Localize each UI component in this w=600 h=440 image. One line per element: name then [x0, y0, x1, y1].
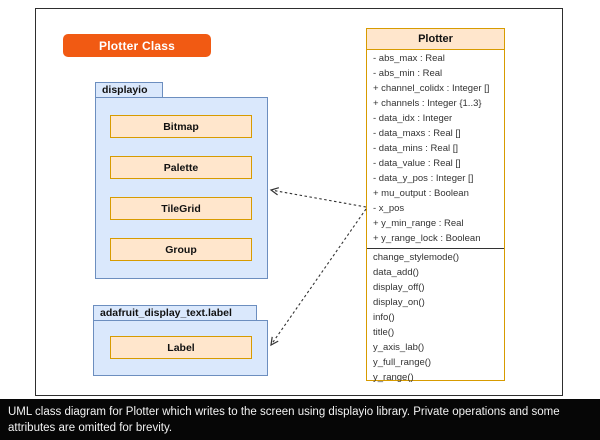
- class-box-group: Group: [110, 238, 252, 261]
- package-tab-adafruit-display-text: adafruit_display_text.label: [93, 305, 257, 321]
- attribute-row: + mu_output : Boolean: [373, 188, 469, 199]
- class-box-label: Label: [110, 336, 252, 359]
- method-row: y_full_range(): [373, 357, 432, 368]
- arrow-plotter-to-displayio: [269, 187, 367, 208]
- attribute-row: - data_maxs : Real []: [373, 128, 461, 139]
- method-row: display_off(): [373, 282, 425, 293]
- arrow-plotter-to-label: [270, 208, 367, 347]
- plotter-class-button[interactable]: Plotter Class: [63, 34, 211, 57]
- plotter-class-title: Plotter: [367, 29, 504, 50]
- plotter-attributes-section: - abs_max : Real - abs_min : Real + chan…: [367, 50, 504, 247]
- attribute-row: - abs_min : Real: [373, 68, 443, 79]
- attribute-row: - x_pos: [373, 203, 405, 214]
- class-box-palette: Palette: [110, 156, 252, 179]
- attribute-row: - data_mins : Real []: [373, 143, 459, 154]
- attribute-row: + y_range_lock : Boolean: [373, 233, 481, 244]
- method-row: title(): [373, 327, 395, 338]
- plotter-methods-section: change_stylemode() data_add() display_of…: [367, 250, 504, 385]
- attributes-methods-divider: [367, 248, 504, 249]
- method-row: y_axis_lab(): [373, 342, 425, 353]
- attribute-row: + y_min_range : Real: [373, 218, 464, 229]
- attribute-row: - abs_max : Real: [373, 53, 445, 64]
- class-box-bitmap: Bitmap: [110, 115, 252, 138]
- caption-text: UML class diagram for Plotter which writ…: [8, 406, 560, 434]
- attribute-row: - data_idx : Integer: [373, 113, 453, 124]
- attribute-row: + channels : Integer {1..3}: [373, 98, 482, 109]
- diagram-canvas: Plotter Class displayio Bitmap Palette T…: [35, 8, 563, 396]
- attribute-row: + channel_colidx : Integer []: [373, 83, 490, 94]
- plotter-class-box: Plotter - abs_max : Real - abs_min : Rea…: [366, 28, 505, 383]
- method-row: info(): [373, 312, 395, 323]
- package-tab-displayio: displayio: [95, 82, 163, 98]
- method-row: y_range(): [373, 372, 414, 383]
- method-row: change_stylemode(): [373, 252, 460, 263]
- class-box-tilegrid: TileGrid: [110, 197, 252, 220]
- caption-bar: UML class diagram for Plotter which writ…: [0, 399, 600, 440]
- attribute-row: - data_y_pos : Integer []: [373, 173, 474, 184]
- method-row: data_add(): [373, 267, 419, 278]
- method-row: display_on(): [373, 297, 425, 308]
- attribute-row: - data_value : Real []: [373, 158, 461, 169]
